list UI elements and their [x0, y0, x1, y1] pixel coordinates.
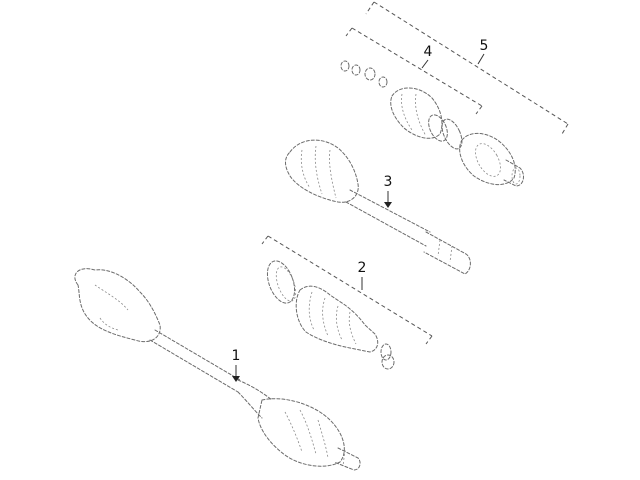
callout-2: 2 [358, 260, 367, 290]
outer-boot-kit-icon [340, 27, 483, 150]
callout-3-label: 3 [384, 174, 393, 190]
callout-5-label: 5 [480, 38, 489, 54]
outer-cv-joint-icon [365, 1, 569, 187]
callout-3: 3 [384, 174, 393, 208]
axle-shaft-assembly-icon [74, 268, 361, 471]
inner-joint-boot-kit-icon [261, 235, 433, 370]
callout-1-label: 1 [232, 348, 241, 364]
callout-4: 4 [421, 44, 433, 69]
shaft-with-boot-icon [285, 139, 471, 275]
callout-2-label: 2 [358, 260, 367, 276]
callout-1: 1 [232, 348, 241, 382]
arrow-down-icon [232, 376, 240, 382]
callout-5: 5 [477, 38, 489, 65]
arrow-down-icon [384, 202, 392, 208]
callout-4-label: 4 [424, 44, 433, 60]
